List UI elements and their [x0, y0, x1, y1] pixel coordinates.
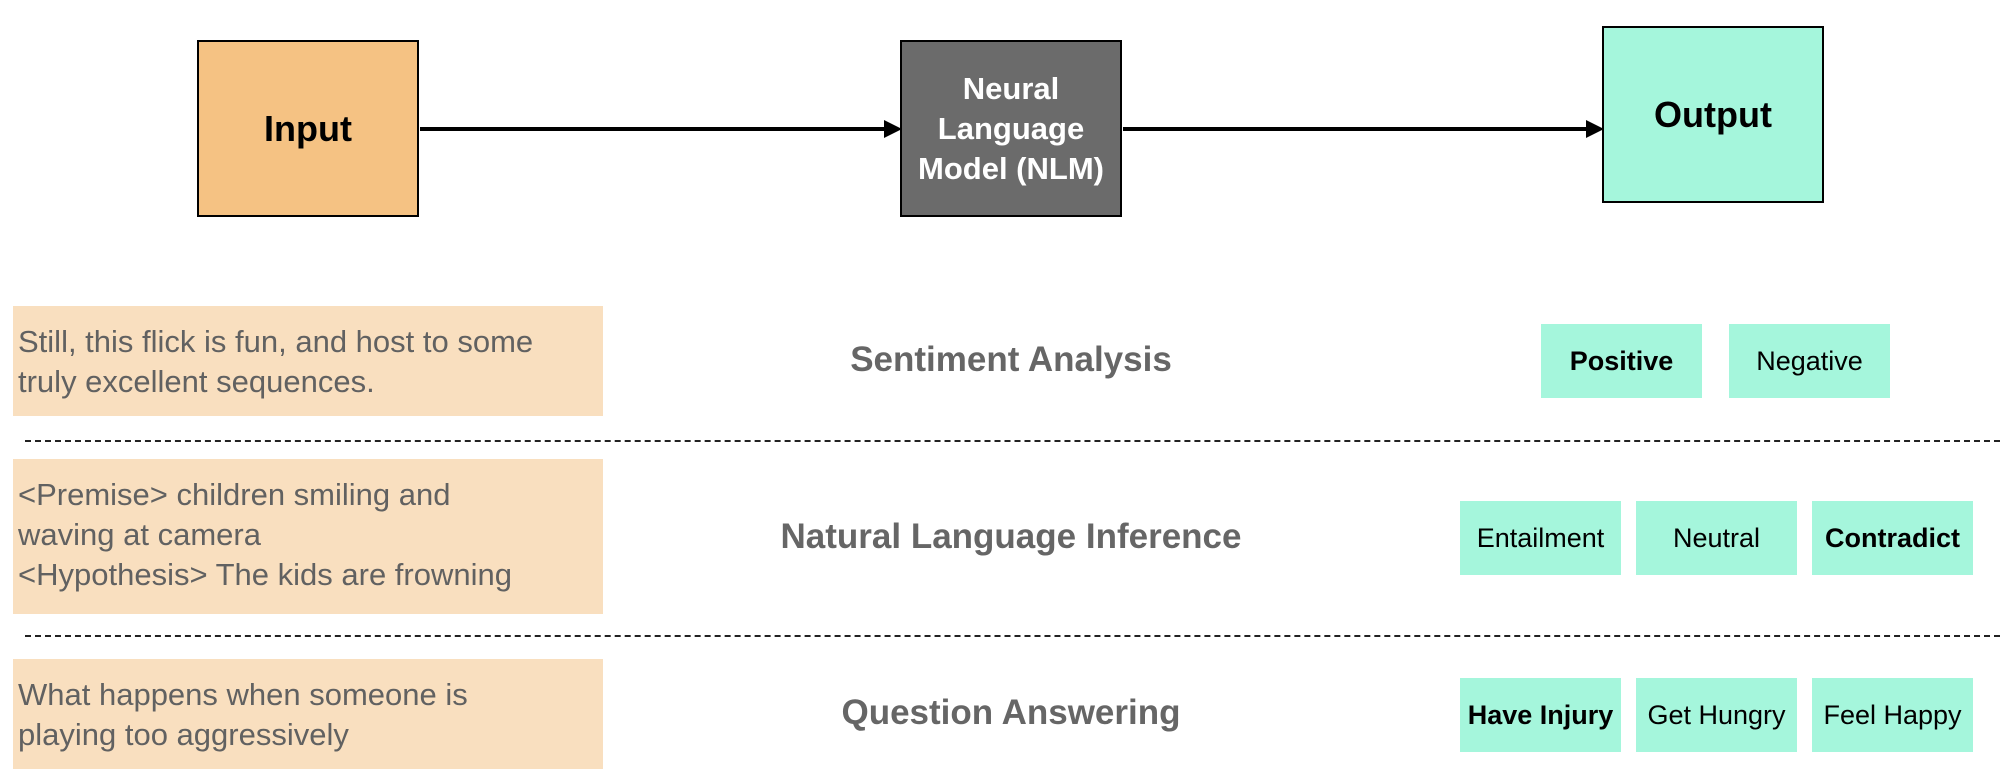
- task-sentiment-analysis: Sentiment Analysis: [850, 340, 1172, 379]
- input-box: Input: [197, 40, 419, 217]
- example-line: playing too aggressively: [18, 717, 349, 752]
- output-box: Output: [1602, 26, 1824, 203]
- input-label: Input: [264, 107, 352, 149]
- example-line: <Premise> children smiling and: [18, 477, 451, 512]
- label-neutral: Neutral: [1636, 501, 1797, 575]
- nlm-label: Neural Language Model (NLM): [918, 70, 1104, 186]
- example-nli: <Premise> children smiling and waving at…: [13, 459, 603, 614]
- divider: [25, 635, 2000, 637]
- label-feel-happy: Feel Happy: [1812, 678, 1973, 752]
- nlm-box: Neural Language Model (NLM): [900, 40, 1122, 217]
- label-negative: Negative: [1729, 324, 1890, 398]
- label-contradict: Contradict: [1812, 501, 1973, 575]
- label-positive: Positive: [1541, 324, 1702, 398]
- example-line: <Hypothesis> The kids are frowning: [18, 557, 512, 592]
- arrow-head-nlm-to-output: [1586, 120, 1604, 138]
- label-get-hungry: Get Hungry: [1636, 678, 1797, 752]
- divider: [25, 440, 2000, 442]
- example-qa: What happens when someone is playing too…: [13, 659, 603, 769]
- example-line: truly excellent sequences.: [18, 364, 375, 399]
- label-have-injury: Have Injury: [1460, 678, 1621, 752]
- example-sentiment: Still, this flick is fun, and host to so…: [13, 306, 603, 416]
- example-line: What happens when someone is: [18, 677, 468, 712]
- output-label: Output: [1654, 93, 1772, 135]
- label-entailment: Entailment: [1460, 501, 1621, 575]
- example-line: waving at camera: [18, 517, 261, 552]
- task-natural-language-inference: Natural Language Inference: [780, 517, 1242, 556]
- arrow-head-input-to-nlm: [884, 120, 902, 138]
- example-line: Still, this flick is fun, and host to so…: [18, 324, 534, 359]
- task-question-answering: Question Answering: [841, 693, 1181, 732]
